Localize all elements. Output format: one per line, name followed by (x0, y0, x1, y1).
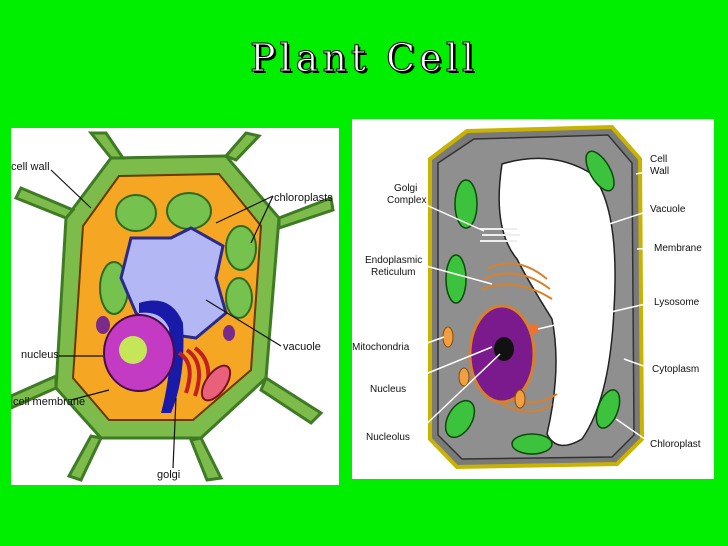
label-cell: Cell (650, 154, 667, 165)
label-complex: Complex (387, 195, 426, 206)
label-nucleus: Nucleus (370, 384, 406, 395)
label-vacuole: Vacuole (650, 204, 686, 215)
right-pointer-lines (405, 170, 655, 445)
nucleolus-shape (119, 336, 147, 364)
chloroplast-shapes-right (444, 150, 621, 455)
cell-wall-extensions (11, 131, 335, 482)
label-reticulum: Reticulum (371, 267, 415, 278)
label-golgi: golgi (157, 469, 180, 481)
page-title: Plant Cell (249, 36, 479, 81)
label-nucleolus: Nucleolus (366, 432, 410, 443)
label-chloroplast: Chloroplast (650, 439, 701, 450)
label-wall: Wall (650, 166, 669, 177)
label-chloroplasts: chloroplasts (274, 192, 333, 204)
label-cell-membrane: cell membrane (13, 396, 85, 408)
mitochondria-shapes (442, 326, 526, 409)
golgi-complex-shape (480, 228, 520, 242)
label-nucleus: nucleus (21, 349, 59, 361)
label-golgi: Golgi (394, 183, 417, 194)
chloroplast-shapes (99, 192, 257, 319)
endoplasmic-crescent (139, 300, 184, 413)
left-pointer-lines (50, 169, 282, 469)
label-endoplasmic: Endoplasmic (365, 255, 422, 266)
label-lysosome: Lysosome (654, 297, 700, 308)
label-cytoplasm: Cytoplasm (652, 364, 699, 375)
mitochondrion-shape (200, 364, 232, 402)
lysosome-shape (529, 324, 539, 334)
label-vacuole: vacuole (283, 341, 321, 353)
label-mitochondria: Mitochondria (352, 342, 410, 353)
right-cell-diagram: Golgi Complex Endoplasmic Reticulum Mito… (352, 119, 714, 479)
label-cell-wall: cell wall (11, 161, 50, 173)
left-cell-diagram: cell wall chloroplasts vacuole nucleus c… (11, 128, 339, 485)
label-membrane: Membrane (654, 243, 702, 254)
